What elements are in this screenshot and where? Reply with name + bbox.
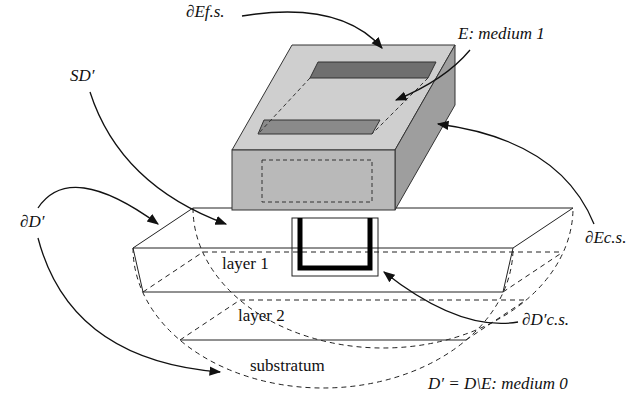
medium-label: E: medium 1	[458, 24, 545, 44]
body-cutaway	[258, 120, 380, 134]
leader-arrow	[242, 12, 382, 48]
leader-arrow	[396, 50, 470, 100]
contact-surface	[300, 218, 370, 268]
boundary-label: ∂D′	[20, 212, 44, 232]
ground-surface	[133, 208, 573, 248]
leader-arrow	[38, 187, 158, 224]
layer-label: layer 1	[222, 254, 269, 274]
back-interface	[203, 252, 563, 253]
side-edge	[503, 248, 513, 292]
leader-arrow	[38, 238, 220, 372]
hidden-edge	[372, 78, 428, 134]
layer-interface	[143, 292, 503, 293]
side-interface	[180, 300, 240, 340]
back-boundary	[193, 208, 573, 348]
layer-label: substratum	[250, 356, 325, 376]
boundary-label: ∂Ec.s.	[585, 228, 626, 248]
side-interface	[143, 252, 203, 292]
boundary-label: ∂Ef.s.	[186, 2, 225, 22]
leader-arrow	[438, 124, 594, 224]
layer-label: layer 2	[238, 306, 285, 326]
layer-interface	[180, 340, 466, 341]
surface-label: SD′	[70, 66, 95, 86]
boundary-label: ∂D′c.s.	[522, 310, 569, 330]
leader-arrow	[384, 272, 518, 323]
hidden-edge	[262, 160, 372, 202]
side-edge	[133, 248, 143, 292]
body-front-face	[232, 150, 395, 210]
medium-label: D′ = D\E: medium 0	[428, 374, 568, 394]
hidden-edge	[258, 78, 310, 134]
body-cutaway	[310, 62, 436, 78]
leader-arrow	[90, 92, 226, 224]
side-interface	[503, 252, 563, 292]
buried-body-outline	[292, 218, 378, 276]
back-interface	[240, 300, 526, 301]
